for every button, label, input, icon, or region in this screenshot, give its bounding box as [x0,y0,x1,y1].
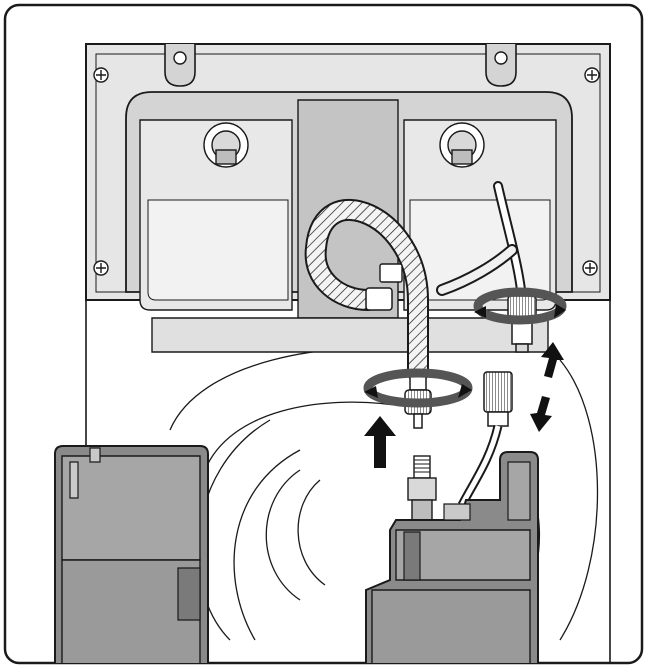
valve-left [204,123,248,167]
hook-left [165,44,195,86]
valve-right [440,123,484,167]
hook-right [486,44,516,86]
appliance-left [55,446,208,668]
